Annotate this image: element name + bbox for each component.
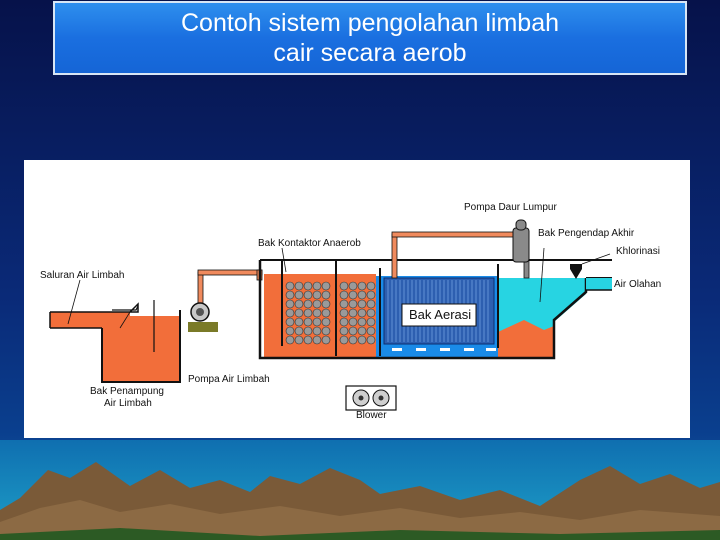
holding-tank	[101, 300, 181, 383]
leader-lines	[67, 247, 545, 329]
holding-tank-water	[102, 316, 180, 382]
label-bak-penampung-2: Air Limbah	[104, 398, 152, 409]
outlet-channel	[586, 278, 612, 291]
pump-base	[188, 322, 218, 332]
label-bak-pengendap: Bak Pengendap Akhir	[538, 228, 635, 239]
label-air-olahan: Air Olahan	[614, 279, 661, 290]
label-khlorinasi: Khlorinasi	[616, 246, 660, 257]
inlet-pipe	[197, 269, 263, 311]
title-banner: Contoh sistem pengolahan limbah cair sec…	[53, 1, 687, 75]
waste-pump-icon	[188, 302, 218, 332]
label-blower: Blower	[356, 410, 387, 421]
treatment-diagram: Saluran Air Limbah Bak Penampung Air Lim…	[40, 202, 661, 421]
diagram-panel: Saluran Air Limbah Bak Penampung Air Lim…	[24, 160, 690, 438]
air-diffusers	[392, 348, 496, 351]
aeration-label-box	[401, 303, 477, 327]
title-line-2: cair secara aerob	[273, 39, 467, 67]
blower-icon	[345, 385, 397, 411]
label-saluran: Saluran Air Limbah	[40, 270, 125, 281]
label-bak-penampung-1: Bak Penampung	[90, 386, 164, 397]
title-line-1: Contoh sistem pengolahan limbah	[180, 9, 559, 37]
label-pompa-air: Pompa Air Limbah	[188, 374, 270, 385]
mountain-landscape	[0, 440, 720, 540]
sludge-return-pipe	[391, 231, 530, 279]
chlorination-icon	[570, 264, 582, 279]
label-bak-aerasi: Bak Aerasi	[409, 307, 471, 322]
label-bak-kontaktor: Bak Kontaktor Anaerob	[258, 238, 361, 249]
settler-sludge	[498, 320, 554, 358]
label-pompa-daur: Pompa Daur Lumpur	[464, 202, 557, 213]
contactor-media	[285, 281, 376, 345]
sludge-pump-icon	[512, 219, 530, 263]
